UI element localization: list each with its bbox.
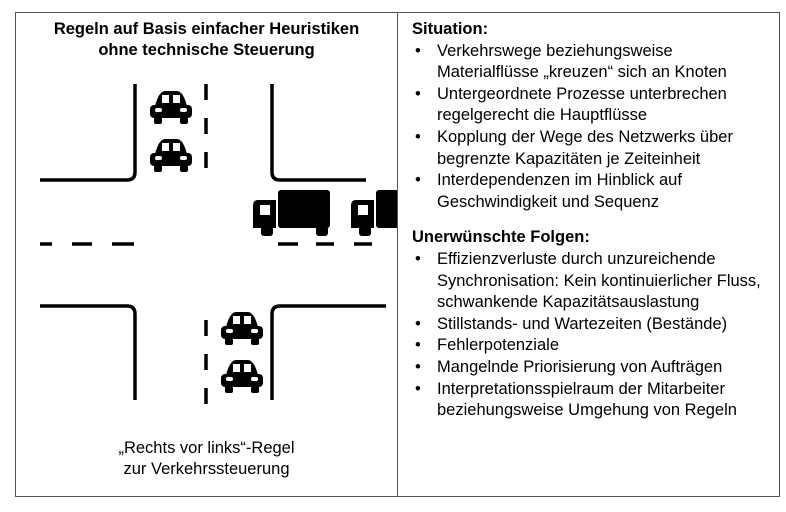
car-icon	[150, 91, 192, 124]
list-item: Stillstands- und Wartezeiten (Bestände)	[412, 314, 772, 336]
list-item: Interpretationsspielraum der Mitarbeiter…	[412, 379, 772, 422]
illustration-caption: „Rechts vor links“-Regel zur Verkehrsste…	[16, 438, 397, 480]
left-title: Regeln auf Basis einfacher Heuristiken o…	[16, 19, 397, 61]
column-divider	[397, 12, 398, 497]
left-title-line-1: Regeln auf Basis einfacher Heuristiken	[53, 20, 360, 38]
situation-list: Verkehrswege beziehungsweise Materialflü…	[412, 41, 772, 214]
list-item: Verkehrswege beziehungsweise Materialflü…	[412, 41, 772, 84]
intersection-illustration	[40, 84, 397, 404]
lane-markings	[40, 84, 372, 404]
caption-line-2: zur Verkehrssteuerung	[123, 460, 290, 478]
situation-heading: Situation:	[412, 20, 489, 38]
list-item: Interdependenzen im Hinblick auf Geschwi…	[412, 170, 772, 213]
caption-line-1: „Rechts vor links“-Regel	[118, 439, 295, 457]
list-item: Mangelnde Priorisierung von Aufträgen	[412, 357, 772, 379]
left-title-line-2: ohne technische Steuerung	[98, 41, 315, 59]
folgen-heading: Unerwünschte Folgen:	[412, 228, 590, 247]
list-item: Kopplung der Wege des Netzwerks über beg…	[412, 127, 772, 170]
folgen-list: Effizienzverluste durch unzureichende Sy…	[412, 249, 772, 422]
car-icon	[221, 312, 263, 345]
list-item: Fehlerpotenziale	[412, 335, 772, 357]
list-item: Untergeordnete Prozesse unterbrechen reg…	[412, 84, 772, 127]
truck-icon	[253, 190, 330, 236]
car-icon	[150, 139, 192, 172]
car-icon	[221, 360, 263, 393]
right-column: Situation: Verkehrswege beziehungsweise …	[412, 19, 772, 422]
list-item: Effizienzverluste durch unzureichende Sy…	[412, 249, 772, 314]
road-lines	[40, 84, 386, 400]
truck-icon	[351, 190, 397, 236]
